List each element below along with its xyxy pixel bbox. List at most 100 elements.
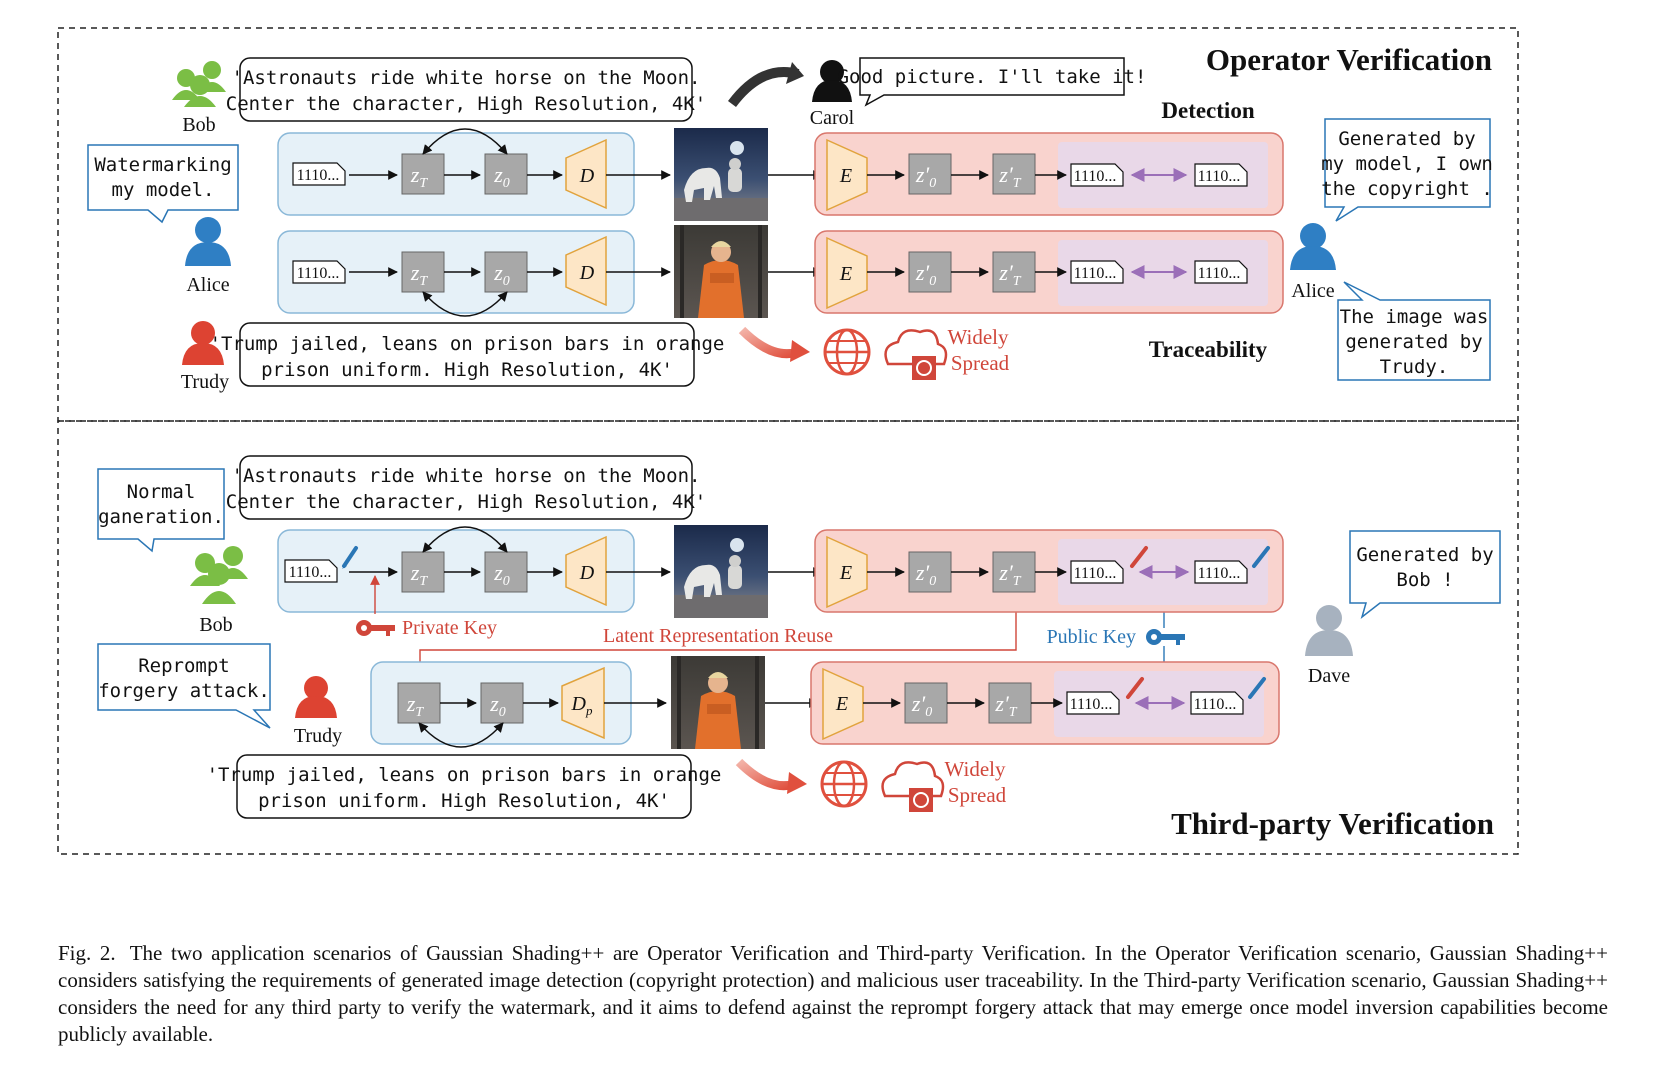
widely-spread-bottom-2: Spread: [948, 783, 1007, 807]
svg-text:z′T: z′T: [998, 162, 1021, 191]
trudy-avatar-top: Trudy: [181, 321, 229, 393]
latent-representation-reuse-label: Latent Representation Reuse: [603, 625, 833, 647]
dave-avatar: Dave: [1305, 605, 1353, 687]
svg-text:Trudy.: Trudy.: [1380, 356, 1449, 378]
prompt-box-trump-top: 'Trump jailed, leans on prison bars in o…: [210, 322, 724, 387]
svg-text:Reprompt: Reprompt: [138, 655, 230, 677]
verification-panel-row3: E z′0 z′T 1110... 1110...: [814, 529, 1284, 613]
svg-text:Center the character, High Res: Center the character, High Resolution, 4…: [226, 491, 706, 513]
pen-icon-blue-row3: [1252, 546, 1270, 568]
svg-text:1110...: 1110...: [1074, 565, 1117, 582]
svg-text:z′T: z′T: [994, 691, 1017, 720]
speech-bubble-carol: Good picture. I'll take it!: [838, 57, 1147, 107]
svg-text:Good picture. I'll take it!: Good picture. I'll take it!: [838, 66, 1147, 88]
figure-caption: Fig. 2.The two application scenarios of …: [58, 940, 1608, 1048]
svg-text:zT: zT: [410, 560, 429, 589]
svg-text:generated by: generated by: [1345, 331, 1482, 353]
svg-text:z0: z0: [489, 691, 506, 720]
svg-text:zT: zT: [410, 162, 429, 191]
svg-text:z′T: z′T: [998, 560, 1021, 589]
svg-text:zT: zT: [406, 691, 425, 720]
svg-text:1110...: 1110...: [1194, 696, 1237, 713]
svg-text:1110...: 1110...: [1198, 565, 1241, 582]
svg-text:my model, I own: my model, I own: [1321, 153, 1493, 175]
generation-panel-row2: 1110... zT z0 D: [277, 230, 671, 317]
detection-label: Detection: [1161, 98, 1254, 123]
bob-avatar-top: Bob: [172, 61, 226, 136]
astronaut-image-top: [674, 128, 768, 221]
widely-spread-top-2: Spread: [951, 351, 1010, 375]
speech-bubble-copyright: Generated by my model, I own the copyrig…: [1321, 118, 1493, 222]
watermark-bits-row1: 1110...: [297, 167, 340, 184]
attack-generation-panel-row4: zT z0 Dp: [370, 661, 667, 748]
trump-image-bottom: [671, 656, 765, 749]
svg-text:my model.: my model.: [112, 179, 215, 201]
svg-text:E: E: [839, 165, 852, 187]
key-icon-private: [356, 620, 395, 636]
svg-text:E: E: [839, 263, 852, 285]
svg-text:'Trump jailed, leans on prison: 'Trump jailed, leans on prison bars in o…: [207, 764, 722, 786]
svg-text:z′T: z′T: [998, 260, 1021, 289]
svg-text:z′0: z′0: [915, 560, 936, 589]
dave-name: Dave: [1308, 665, 1350, 687]
svg-text:zT: zT: [410, 260, 429, 289]
svg-text:forgery attack.: forgery attack.: [98, 680, 270, 702]
pen-icon-red-row3: [1130, 546, 1148, 568]
svg-text:1110...: 1110...: [297, 265, 340, 282]
astronaut-image-bottom: [674, 525, 768, 618]
svg-text:1110...: 1110...: [1074, 168, 1117, 185]
alice-avatar-left: Alice: [185, 217, 231, 296]
svg-text:Normal: Normal: [127, 481, 196, 503]
svg-text:D: D: [579, 562, 595, 584]
svg-text:z0: z0: [493, 162, 510, 191]
svg-text:1110...: 1110...: [1198, 168, 1241, 185]
svg-text:Bob !: Bob !: [1396, 569, 1453, 591]
alice-avatar-right: Alice: [1290, 223, 1336, 302]
figure-diagram: Operator Verification Detection Traceabi…: [57, 27, 1519, 855]
svg-text:Generated by: Generated by: [1356, 544, 1493, 566]
svg-text:E: E: [835, 693, 848, 715]
svg-text:D: D: [579, 262, 595, 284]
detection-panel-row1: E z′0 z′T 1110... 1110...: [814, 132, 1284, 216]
svg-text:the copyright .: the copyright .: [1321, 178, 1493, 200]
prompt-box-trump-bottom: 'Trump jailed, leans on prison bars in o…: [207, 754, 722, 819]
globe-icon-top: [823, 328, 871, 376]
speech-bubble-normal-generation: Normal ganeration.: [97, 468, 225, 553]
svg-text:1110...: 1110...: [1198, 265, 1241, 282]
svg-text:1110...: 1110...: [289, 564, 332, 581]
svg-text:ganeration.: ganeration.: [98, 506, 224, 528]
third-party-verification-title: Third-party Verification: [1171, 806, 1494, 841]
svg-text:'Astronauts ride white horse o: 'Astronauts ride white horse on the Moon…: [232, 67, 701, 89]
svg-text:z′0: z′0: [911, 691, 932, 720]
svg-text:Watermarking: Watermarking: [94, 154, 231, 176]
prompt-box-astronaut-top: 'Astronauts ride white horse on the Moon…: [226, 57, 706, 122]
svg-text:prison uniform. High Resolutio: prison uniform. High Resolution, 4K': [258, 790, 670, 812]
widely-spread-top-1: Widely: [948, 325, 1009, 349]
svg-text:Center the character, High Res: Center the character, High Resolution, 4…: [226, 93, 706, 115]
speech-bubble-reprompt-attack: Reprompt forgery attack.: [97, 643, 271, 729]
cloud-icon-bottom: [881, 761, 945, 812]
traceability-label: Traceability: [1149, 337, 1268, 362]
svg-text:z′0: z′0: [915, 260, 936, 289]
trudy-name-top: Trudy: [181, 371, 229, 393]
speech-bubble-dave: Generated by Bob !: [1349, 530, 1501, 620]
trudy-name-bottom: Trudy: [294, 725, 342, 747]
carol-name: Carol: [810, 107, 855, 129]
prompt-box-astronaut-bottom: 'Astronauts ride white horse on the Moon…: [226, 455, 706, 520]
bob-avatar-bottom: Bob: [190, 546, 248, 636]
operator-verification-section: Operator Verification Detection Traceabi…: [57, 27, 1519, 422]
svg-text:D: D: [579, 165, 595, 187]
svg-text:Dp: Dp: [571, 693, 593, 718]
svg-text:1110...: 1110...: [1074, 265, 1117, 282]
generation-panel-row3: 1110... zT z0 D: [277, 526, 671, 613]
widely-spread-bottom-1: Widely: [945, 757, 1006, 781]
svg-text:prison uniform. High Resolutio: prison uniform. High Resolution, 4K': [261, 359, 673, 381]
speech-bubble-traced-trudy: The image was generated by Trudy.: [1337, 281, 1491, 381]
svg-text:z0: z0: [493, 560, 510, 589]
bob-name-top: Bob: [182, 114, 215, 136]
operator-verification-title: Operator Verification: [1206, 42, 1492, 77]
svg-text:z0: z0: [493, 260, 510, 289]
third-party-verification-section: Third-party Verification 'Astronauts rid…: [57, 420, 1519, 855]
carol-avatar: Carol: [810, 60, 855, 129]
svg-text:'Astronauts ride white horse o: 'Astronauts ride white horse on the Moon…: [232, 465, 701, 487]
